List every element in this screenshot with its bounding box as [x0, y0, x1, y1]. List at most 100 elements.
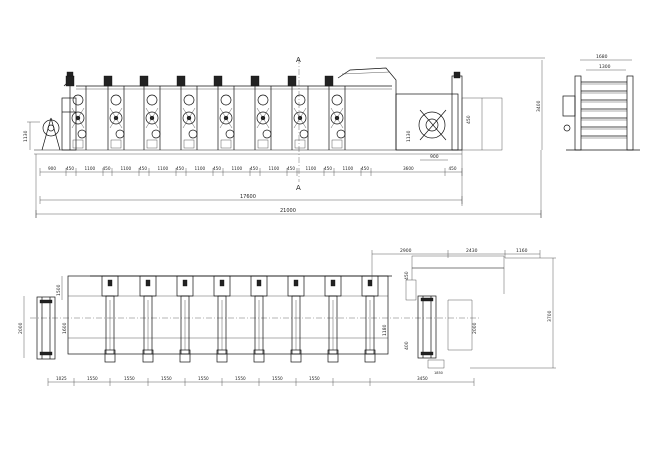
plan-unit-4 [213, 275, 231, 363]
unit-cylinder [330, 111, 344, 125]
printing-unit-6 [250, 75, 272, 150]
unit-roller [115, 129, 125, 139]
dim-plan-mid-2: 1180 [382, 324, 388, 336]
plan-unit-drive [179, 349, 191, 363]
plan-unit-3 [176, 275, 194, 363]
plan-unit-1 [101, 275, 119, 363]
plan-unit-body [105, 295, 115, 355]
unit-base [110, 139, 122, 149]
segment-label-4: 1100 [121, 166, 132, 171]
plan-segment-label-7: 1550 [309, 376, 320, 381]
segment-label-8: 1100 [195, 166, 206, 171]
plan-unit-body [143, 295, 153, 355]
plan-unit-motor [219, 279, 225, 287]
plan-rewinder-right [405, 279, 445, 369]
unit-roller [262, 129, 272, 139]
unit-top-block [139, 75, 149, 87]
unit-cylinder [109, 111, 123, 125]
unit-roller [72, 94, 84, 106]
segment-label-3: 450 [103, 166, 111, 171]
unit-cylinder [256, 111, 270, 125]
unit-cylinder [182, 111, 196, 125]
unit-roller [188, 129, 198, 139]
plan-unit-drive [327, 349, 339, 363]
unit-top-block [213, 75, 223, 87]
unit-link [145, 107, 159, 129]
segment-label-2: 1100 [85, 166, 96, 171]
dim-left-height: 1130 [23, 130, 29, 142]
plan-unwinder-left [36, 296, 56, 360]
printing-unit-5 [213, 75, 235, 150]
segment-label-18: 3600 [403, 166, 414, 171]
unit-top-block [103, 75, 113, 87]
plan-unit-drive [253, 349, 265, 363]
dim-total-all: 21000 [280, 208, 296, 214]
unit-roller [220, 94, 232, 106]
dim-plan-mid-3: 400 [404, 341, 410, 350]
unit-roller [294, 94, 306, 106]
dim-mid-height: 1130 [406, 130, 412, 142]
unit-link [330, 107, 344, 129]
segment-label-1: 450 [66, 166, 74, 171]
dim-plan-left-3: 1600 [62, 322, 68, 334]
plan-segment-label-5: 1550 [235, 376, 246, 381]
plan-segment-label-8: 3450 [417, 376, 428, 381]
plan-unit-motor [182, 279, 188, 287]
plan-unit-motor [330, 279, 336, 287]
unit-roller [77, 129, 87, 139]
unit-top-block [324, 75, 334, 87]
unit-roller [183, 94, 195, 106]
plan-unit-drive [364, 349, 376, 363]
unit-roller [151, 129, 161, 139]
end-view: 1680 1300 [562, 54, 640, 151]
dim-plan-top-3: 1160 [516, 248, 528, 254]
unit-base [257, 139, 269, 149]
unit-roller [225, 129, 235, 139]
unit-roller [146, 94, 158, 106]
plan-unit-6 [287, 275, 305, 363]
plan-unit-body [180, 295, 190, 355]
dim-plan-right-h: 2000 [472, 322, 478, 334]
plan-segment-label-6: 1550 [272, 376, 283, 381]
unit-link [109, 107, 123, 129]
dim-plan-top-1: 2900 [400, 248, 412, 254]
unit-base [72, 139, 84, 149]
unit-base [294, 139, 306, 149]
segment-label-13: 450 [287, 166, 295, 171]
unit-link [256, 107, 270, 129]
segment-label-15: 450 [324, 166, 332, 171]
printing-unit-1 [65, 75, 87, 150]
unit-roller [299, 129, 309, 139]
unit-cylinder [293, 111, 307, 125]
segment-label-12: 1100 [269, 166, 280, 171]
segment-label-10: 1100 [232, 166, 243, 171]
plan-unit-drive [104, 349, 116, 363]
unit-base [183, 139, 195, 149]
printing-unit-3 [139, 75, 161, 150]
plan-unit-body [328, 295, 338, 355]
unit-roller [336, 129, 346, 139]
end-view-rolls [581, 81, 627, 139]
plan-unit-motor [107, 279, 113, 287]
dim-plan-left-1: 1500 [56, 284, 62, 296]
printing-unit-4 [176, 75, 198, 150]
dim-plan-left-2: 2000 [18, 322, 24, 334]
unit-top-block [287, 75, 297, 87]
dryer-section [337, 67, 503, 151]
plan-unit-motor [256, 279, 262, 287]
dim-plan-mid-1: 450 [404, 271, 410, 280]
plan-unit-7 [324, 275, 342, 363]
unit-roller [331, 94, 343, 106]
plan-segment-label-0: 1025 [56, 376, 67, 381]
plan-units [101, 275, 379, 363]
dim-plan-right-total: 3700 [547, 310, 553, 322]
plan-unit-drive [290, 349, 302, 363]
plan-unit-motor [293, 279, 299, 287]
unit-link [71, 107, 85, 129]
printing-unit-2 [103, 75, 125, 150]
